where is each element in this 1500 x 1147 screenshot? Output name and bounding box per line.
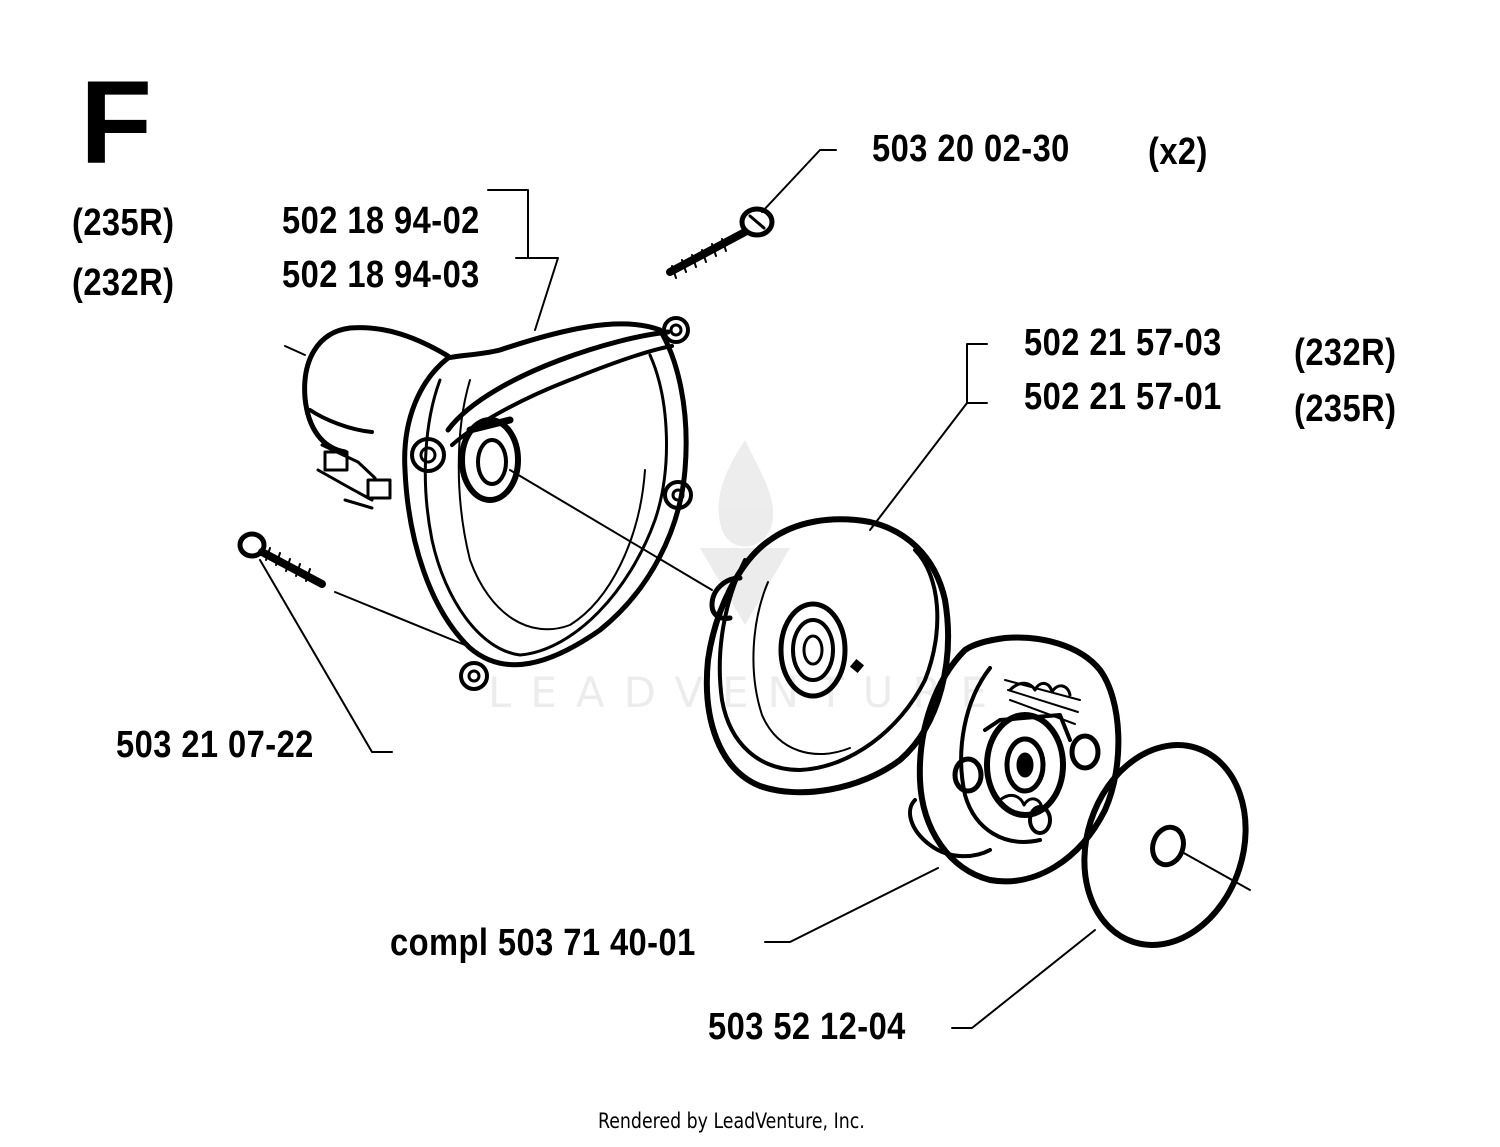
bracket-drum <box>869 343 988 531</box>
render-credit: Rendered by LeadVenture, Inc. <box>598 1109 865 1133</box>
clutch-assembly <box>908 634 1122 885</box>
leader-screw-left <box>259 559 393 753</box>
clutch-drum <box>509 469 951 796</box>
part-number-housing-b: 502 18 94-03 <box>282 254 480 296</box>
screw-top <box>666 206 775 279</box>
watermark-text: LEADVENTURE <box>488 668 1007 717</box>
part-number-washer: 503 52 12-04 <box>708 1006 906 1048</box>
model-drum-a: (232R) <box>1294 332 1397 374</box>
model-label-second: (232R) <box>72 262 175 304</box>
bracket-housing <box>487 189 559 331</box>
leader-washer <box>951 929 1096 1029</box>
part-number-screw-left: 503 21 07-22 <box>116 724 314 766</box>
part-number-housing-a: 502 18 94-02 <box>282 200 480 242</box>
gear-housing <box>284 316 693 691</box>
washer <box>1081 742 1251 948</box>
model-label-first: (235R) <box>72 202 175 244</box>
housing-ear-right <box>663 480 693 510</box>
part-number-clutch: compl 503 71 40-01 <box>390 922 696 964</box>
leader-screw-top <box>761 149 837 213</box>
watermark-logo <box>700 440 790 625</box>
part-number-drum-b: 502 21 57-01 <box>1024 376 1222 418</box>
housing-ear-bottom <box>459 661 489 691</box>
housing-flange <box>402 321 689 668</box>
housing-ear-left <box>410 437 446 473</box>
screw-left <box>237 531 466 646</box>
quantity-screw-top: (x2) <box>1148 131 1208 173</box>
section-letter: F <box>80 57 153 189</box>
leader-clutch <box>764 867 939 943</box>
leader-lines <box>259 149 1096 1029</box>
housing-tube <box>302 325 451 455</box>
model-drum-b: (235R) <box>1294 388 1397 430</box>
part-number-screw-top: 503 20 02-30 <box>872 128 1070 170</box>
part-number-drum-a: 502 21 57-03 <box>1024 322 1222 364</box>
